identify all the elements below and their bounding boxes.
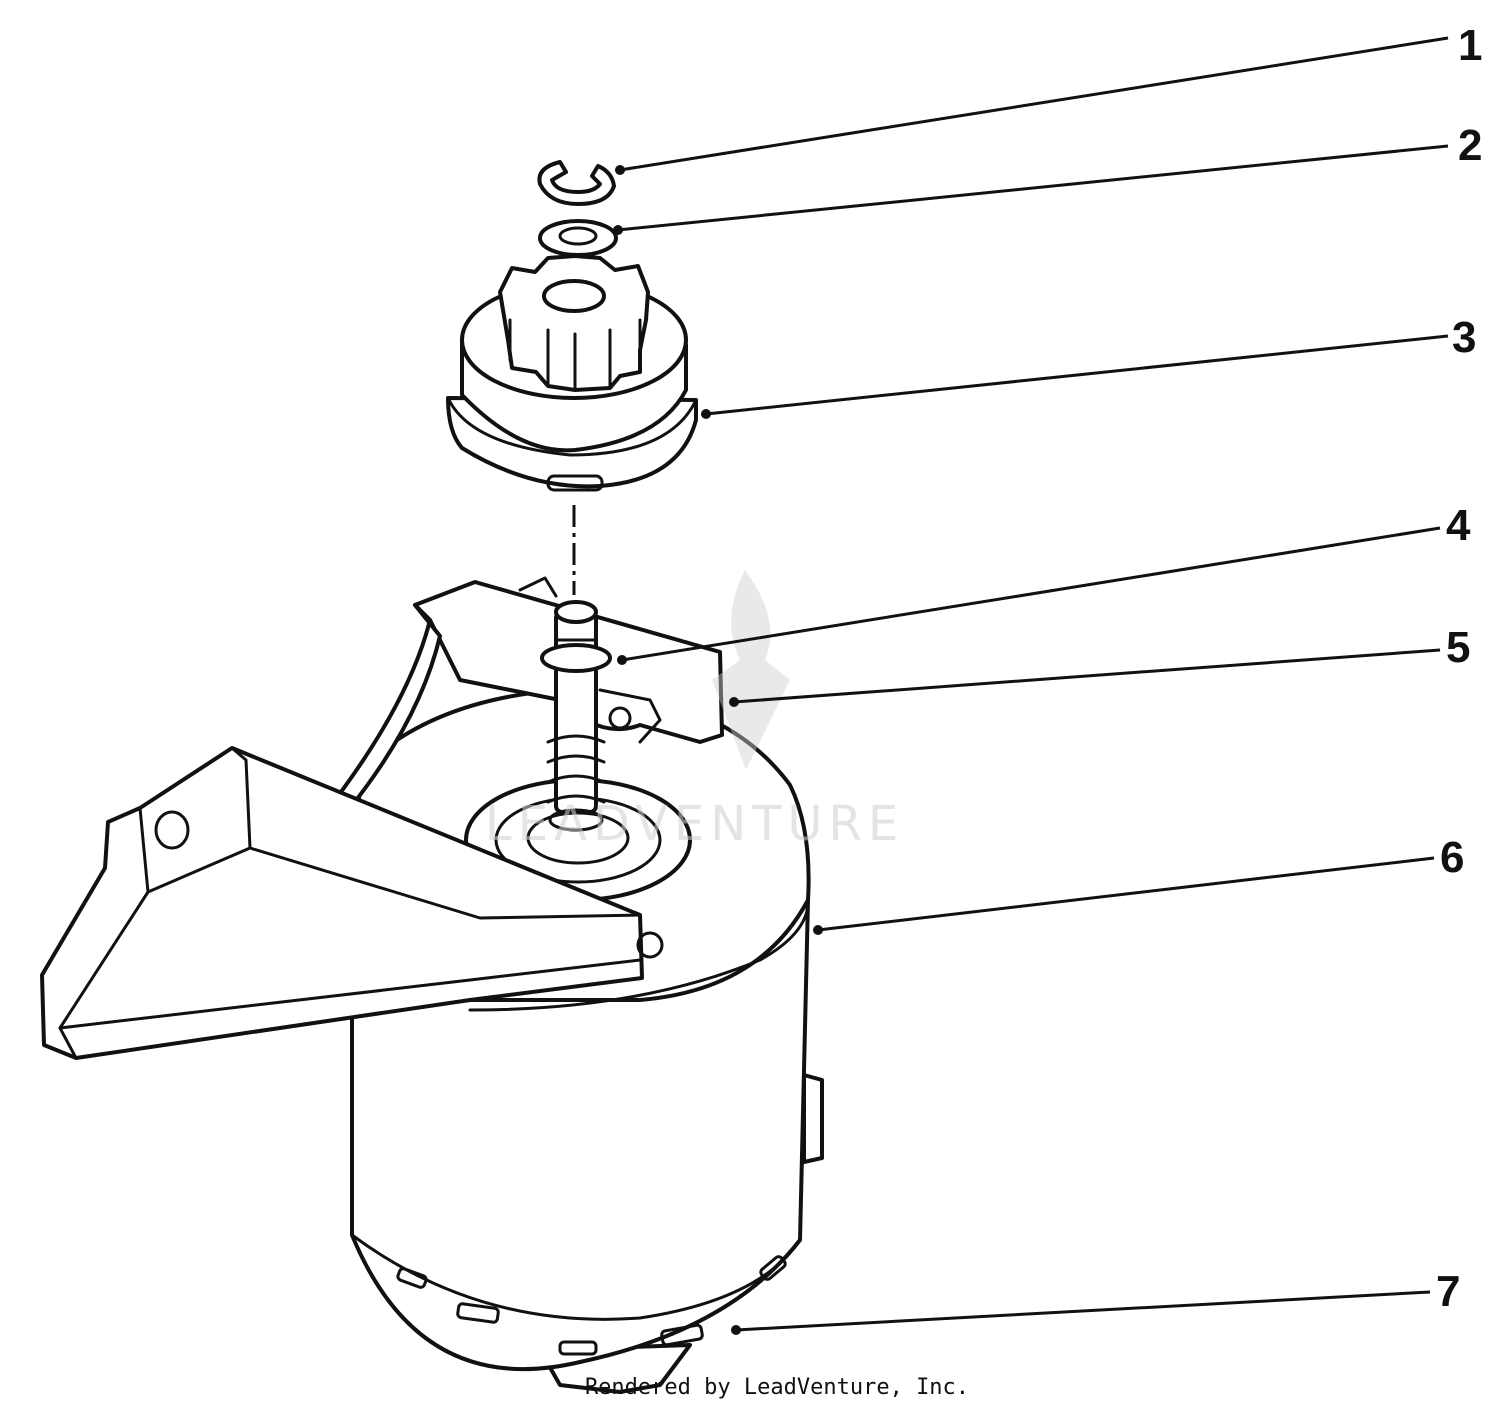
leader-dot-5 [729, 697, 739, 707]
callout-label-2: 2 [1458, 121, 1482, 170]
pinion-gear-part [446, 254, 698, 492]
flame-v-logo-icon [712, 570, 790, 770]
callout-label-1: 1 [1458, 21, 1482, 70]
leader-line-2 [617, 144, 1449, 232]
motor-housing-part [350, 898, 824, 1372]
leader-dot-1 [615, 165, 625, 175]
callout-label-4: 4 [1446, 501, 1471, 550]
leader-dot-4 [617, 655, 627, 665]
leader-line-1 [619, 36, 1449, 172]
leader-line-3 [705, 334, 1449, 416]
front-mounting-flange-part [40, 746, 664, 1060]
leader-dot-3 [701, 409, 711, 419]
leadventure-watermark: LEADVENTURE [485, 570, 904, 852]
leader-line-4 [621, 526, 1441, 662]
callout-label-3: 3 [1452, 313, 1476, 362]
leader-line-5 [733, 648, 1441, 704]
retaining-clip-part [537, 160, 616, 206]
drive-shaft-part [540, 600, 612, 832]
callout-label-7: 7 [1436, 1267, 1460, 1316]
leader-line-7 [735, 1290, 1431, 1332]
leader-dot-2 [613, 225, 623, 235]
footer-credit: Rendered by LeadVenture, Inc. [585, 1375, 969, 1400]
callout-label-6: 6 [1440, 833, 1464, 882]
callout-label-5: 5 [1446, 623, 1470, 672]
watermark-text: LEADVENTURE [485, 796, 904, 852]
leader-dot-6 [813, 925, 823, 935]
leader-line-6 [817, 856, 1435, 932]
leader-dot-7 [731, 1325, 741, 1335]
callouts-layer: 1 2 3 4 5 6 7 [613, 21, 1482, 1335]
washer-part [538, 219, 618, 257]
